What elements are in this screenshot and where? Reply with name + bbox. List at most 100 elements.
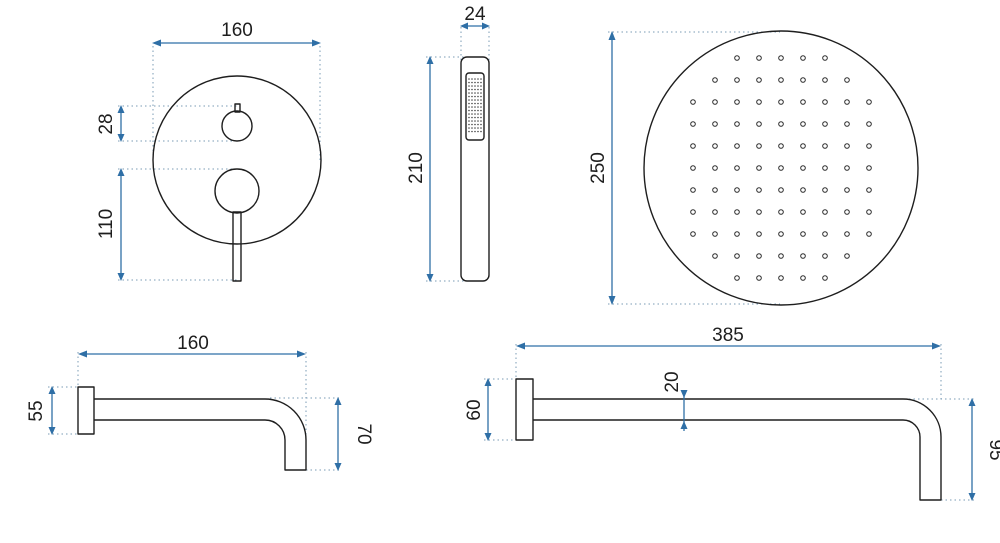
shower-head-nozzle [822, 231, 828, 237]
shower-head-nozzle [734, 143, 740, 149]
hand-shower-nozzle [480, 81, 482, 84]
hand-shower-nozzle [480, 95, 482, 98]
hand-shower-nozzle [471, 106, 473, 108]
spout-flange-arrow-bottom [48, 427, 56, 435]
shower-head-nozzle [822, 165, 828, 171]
hand-shower-nozzle [480, 120, 482, 122]
shower-head-nozzle [734, 121, 740, 127]
shower-head-nozzle [800, 99, 806, 105]
shower-head-nozzle [712, 99, 718, 105]
hand-shower-nozzle [480, 109, 482, 112]
hand-shower-nozzle [474, 88, 476, 91]
hand-shower-nozzle [477, 99, 479, 101]
shower-head-nozzle [690, 231, 696, 237]
hand-shower-nozzle [477, 78, 479, 80]
hand-shower-length-label: 210 [406, 152, 427, 184]
shower-head-nozzle [844, 209, 850, 215]
shower-head-nozzle [712, 231, 718, 237]
hand-shower-nozzle [474, 99, 476, 101]
shower-head-nozzle [778, 165, 784, 171]
hand-shower-nozzle [477, 109, 479, 112]
hand-shower-nozzle-grid [468, 78, 482, 133]
hand-shower-nozzle [474, 81, 476, 84]
shower-head-nozzle [822, 77, 828, 83]
hand-shower-nozzle [477, 113, 479, 115]
mixer-lever-offset-label: 110 [96, 209, 117, 239]
mixer-front-view: 160 28 110 [96, 20, 322, 282]
shower-head-nozzle [844, 77, 850, 83]
shower-head-nozzle [800, 77, 806, 83]
shower-head-nozzle [756, 253, 762, 259]
hand-shower-width-arrow-right [482, 22, 490, 30]
hand-shower-nozzle [477, 116, 479, 119]
shower-head-nozzle [712, 209, 718, 215]
shower-head-nozzle [800, 55, 806, 61]
shower-head-nozzle [690, 143, 696, 149]
shower-head-nozzle [690, 99, 696, 105]
hand-shower-nozzle [477, 102, 479, 105]
spout-length-arrow-left [78, 350, 87, 358]
shower-head-nozzle [756, 231, 762, 237]
arm-pipe-arrow-bottom [680, 421, 688, 429]
arm-pipe [533, 398, 942, 501]
hand-shower-nozzle [471, 109, 473, 112]
hand-shower-nozzle [477, 92, 479, 94]
hand-shower-nozzle [468, 88, 470, 91]
shower-head-nozzle [822, 209, 828, 215]
spout-pipe [94, 398, 307, 471]
hand-shower-nozzle [468, 113, 470, 115]
shower-head-nozzle [800, 121, 806, 127]
shower-head-nozzle [866, 143, 872, 149]
hand-shower-nozzle [477, 130, 479, 133]
shower-head-nozzle [778, 121, 784, 127]
hand-shower-nozzle [471, 92, 473, 94]
hand-shower-body [460, 56, 490, 282]
shower-head-nozzle [844, 253, 850, 259]
shower-head-nozzle [712, 121, 718, 127]
shower-head-nozzle [778, 275, 784, 281]
shower-head-arrow-bottom [608, 296, 616, 305]
spout-flange-arrow-top [48, 386, 56, 394]
hand-shower-nozzle [477, 123, 479, 126]
hand-shower-nozzle [471, 85, 473, 87]
shower-head-nozzle [734, 99, 740, 105]
shower-head-nozzle [800, 209, 806, 215]
hand-shower-nozzle [468, 127, 470, 129]
shower-head-nozzle [712, 165, 718, 171]
hand-shower-width-label: 24 [464, 4, 486, 25]
bath-spout-side-view: 160 55 70 [26, 333, 374, 471]
hand-shower-nozzle [468, 123, 470, 126]
hand-shower-width-arrow-left [460, 22, 468, 30]
shower-head-nozzle [800, 165, 806, 171]
arm-flange-label: 60 [464, 399, 485, 420]
hand-shower-nozzle [468, 106, 470, 108]
spout-flange-label: 55 [26, 400, 47, 421]
shower-head-nozzle [756, 187, 762, 193]
shower-head-nozzle [778, 231, 784, 237]
arm-drop-arrow-bottom [968, 493, 976, 501]
hand-shower-nozzle [471, 130, 473, 133]
shower-head-nozzle [844, 121, 850, 127]
shower-head-nozzle [822, 275, 828, 281]
shower-head-nozzle [734, 275, 740, 281]
hand-shower-nozzle [474, 85, 476, 87]
shower-head-arrow-top [608, 31, 616, 40]
shower-head-nozzle [822, 187, 828, 193]
hand-shower-nozzle [480, 78, 482, 80]
arm-length-arrow-left [516, 342, 525, 350]
shower-head-nozzle [756, 55, 762, 61]
shower-head-nozzle [778, 77, 784, 83]
hand-shower-nozzle [474, 113, 476, 115]
spout-wall-flange [77, 386, 95, 435]
hand-shower-nozzle [471, 78, 473, 80]
shower-head-nozzle [756, 99, 762, 105]
shower-head-nozzle [822, 143, 828, 149]
hand-shower-nozzle [477, 120, 479, 122]
hand-shower-nozzle [468, 92, 470, 94]
shower-head-nozzle [866, 99, 872, 105]
hand-shower-nozzle [471, 120, 473, 122]
shower-head-nozzle [734, 55, 740, 61]
hand-shower-nozzle [480, 127, 482, 129]
hand-shower-nozzle [474, 123, 476, 126]
